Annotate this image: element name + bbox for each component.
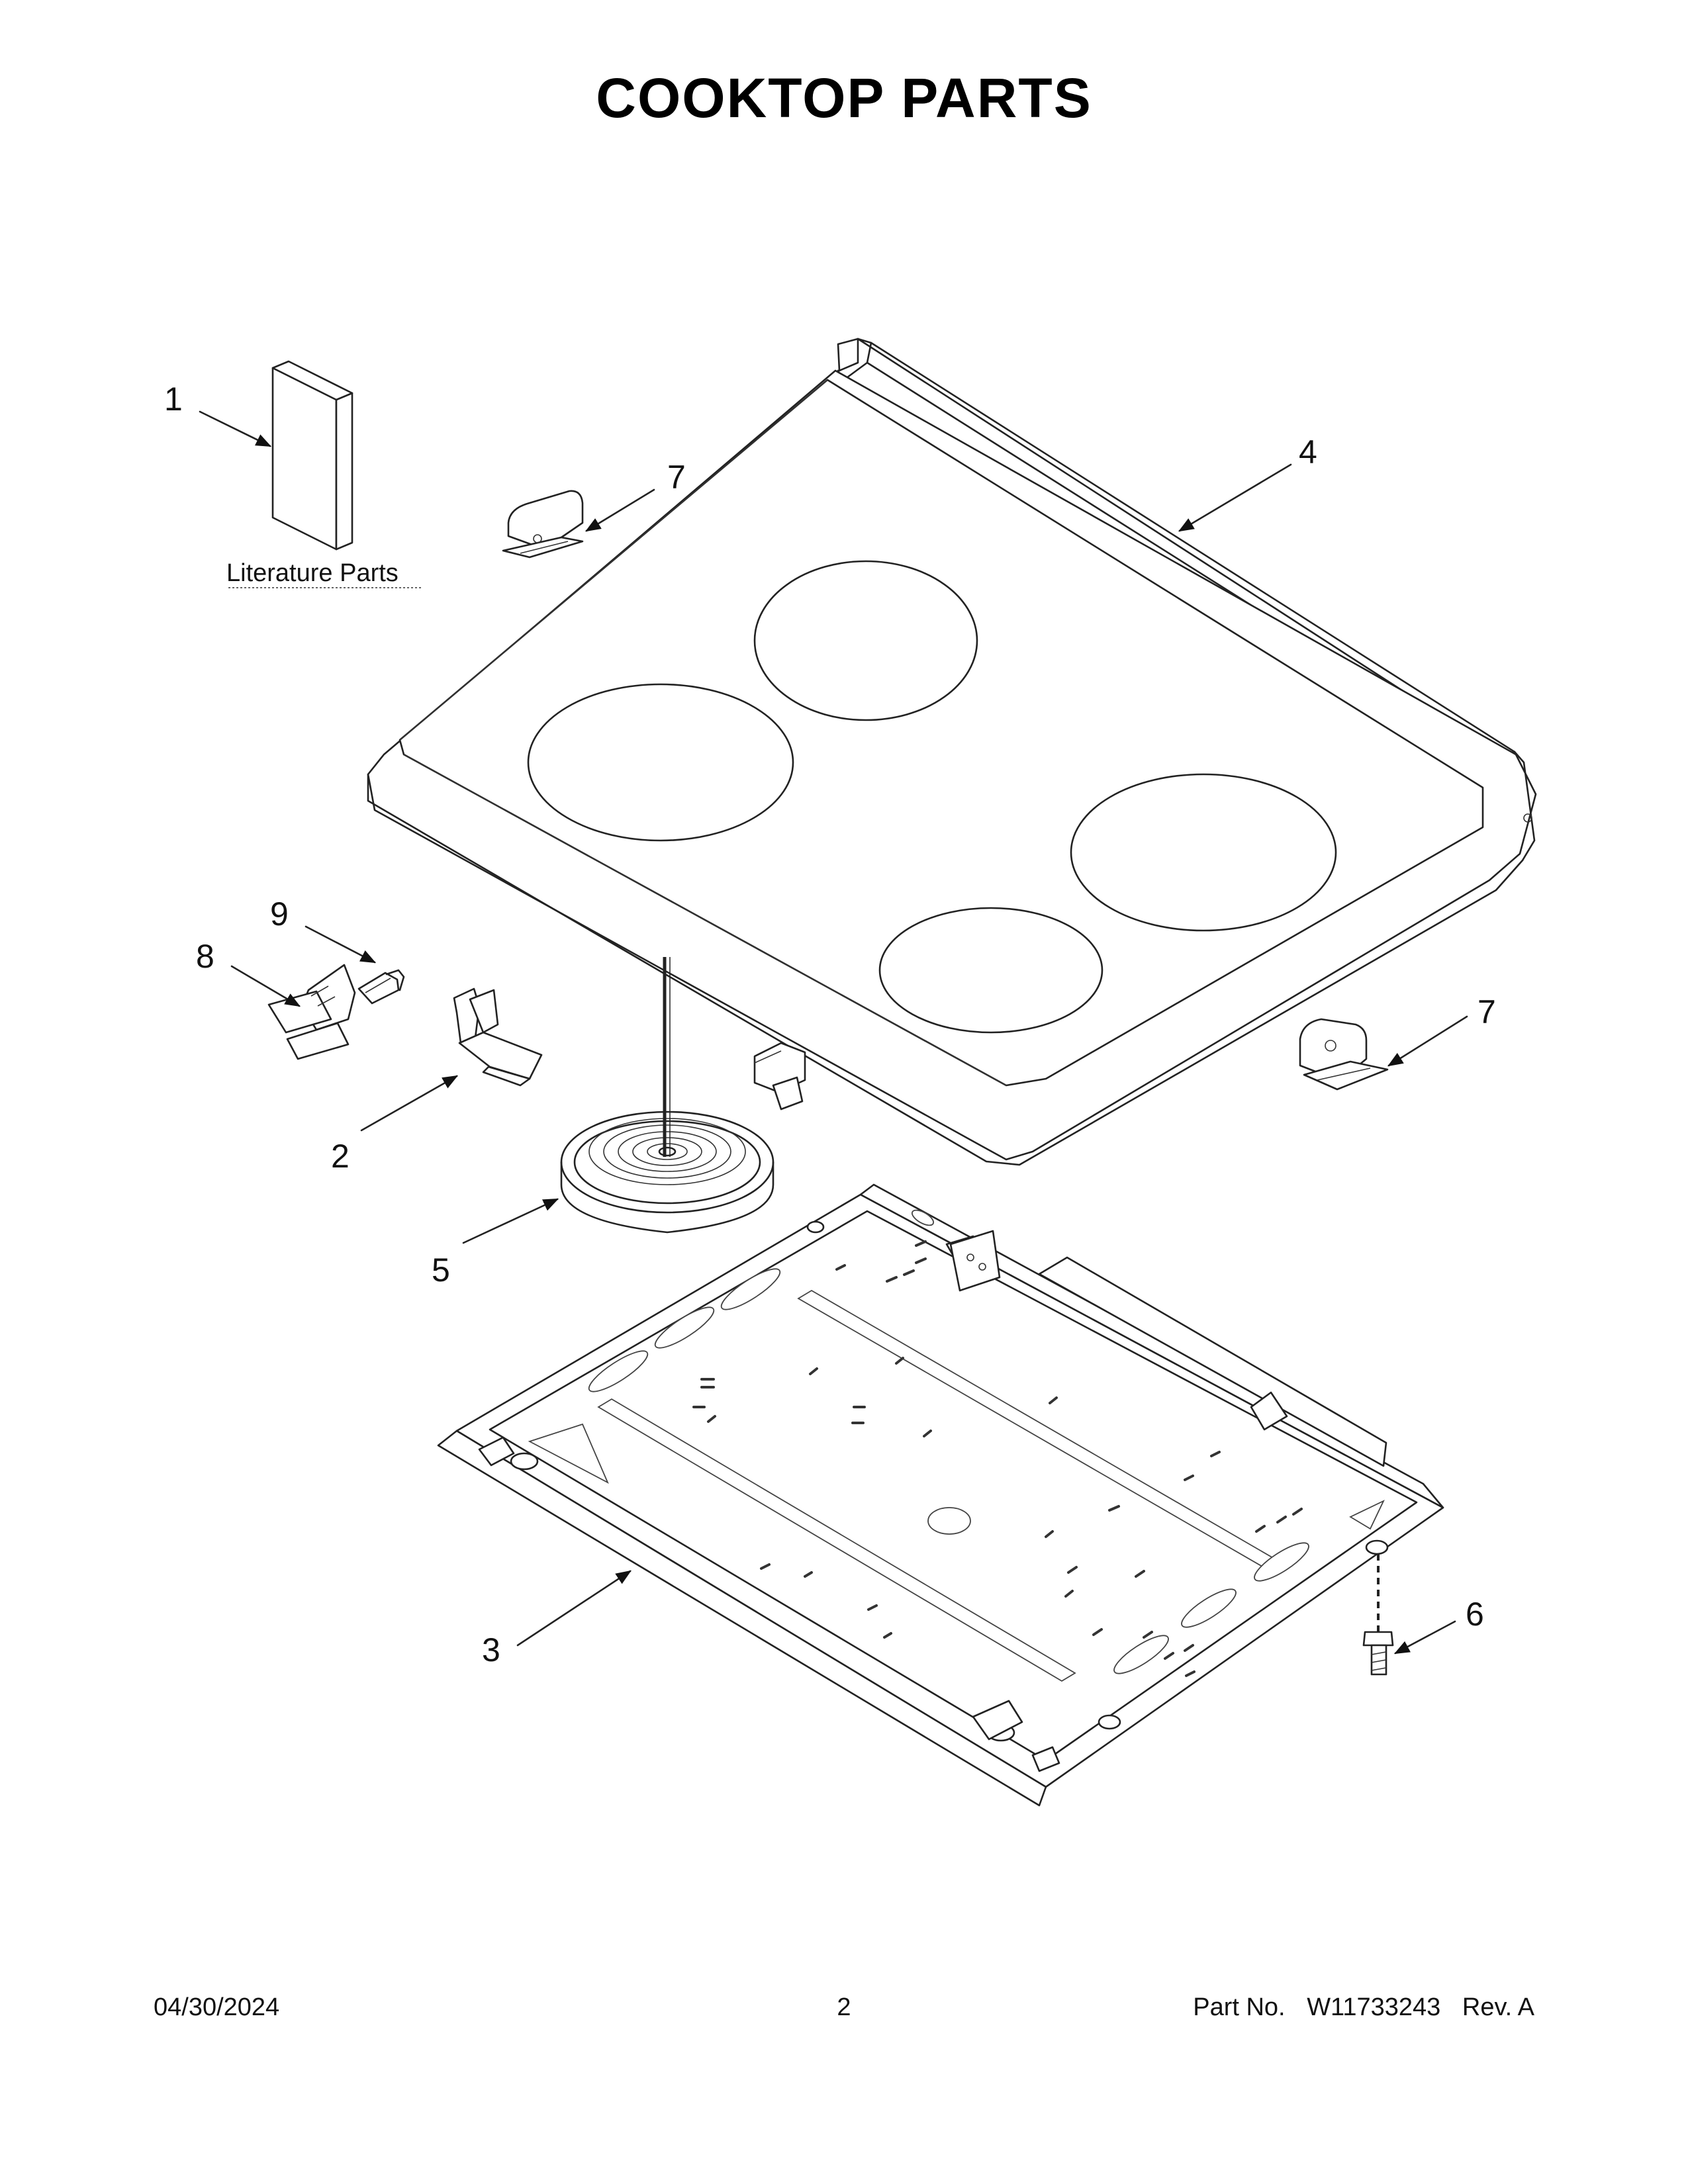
callout-4: 4: [1299, 433, 1317, 471]
callout-7-lower: 7: [1477, 993, 1496, 1030]
front-left-burner-outline: [527, 683, 794, 842]
cooktop-bracket-lower: [1299, 1018, 1389, 1091]
footer-date: 04/30/2024: [154, 1993, 280, 2021]
callout-3: 3: [482, 1631, 500, 1668]
callout-8: 8: [196, 938, 214, 975]
limiter-bracket: [453, 987, 543, 1087]
rear-left-burner-outline: [753, 560, 978, 721]
callout-7-upper: 7: [667, 459, 686, 496]
leader-arrows: [199, 410, 1468, 1655]
footer-page-number: 2: [837, 1993, 851, 2021]
terminal-block-bracket: [267, 964, 356, 1060]
footer-part-number: Part No. W11733243 Rev. A: [1178, 1993, 1534, 2022]
pan-punch-marks: [692, 1240, 1303, 1677]
revision-label: Rev. A: [1462, 1993, 1534, 2021]
part-number-label: Part No.: [1193, 1993, 1286, 2021]
cooktop-main-top: [367, 338, 1537, 1166]
callout-6: 6: [1466, 1596, 1484, 1633]
front-right-burner-outline: [878, 907, 1103, 1034]
burner-box-bottom-pan: [437, 1183, 1444, 1807]
terminal-screw: [357, 969, 405, 1005]
callout-1: 1: [164, 381, 183, 418]
cooktop-bracket-upper: [502, 490, 584, 559]
radiant-surface-element: [560, 957, 806, 1234]
literature-parts-booklet: [228, 360, 421, 588]
literature-parts-label: Literature Parts: [226, 559, 399, 587]
page-title: COOKTOP PARTS: [596, 67, 1092, 129]
callout-5: 5: [432, 1251, 450, 1289]
callout-2: 2: [331, 1138, 350, 1175]
part-number-value: W11733243: [1307, 1993, 1441, 2021]
mounting-screw: [1362, 1554, 1394, 1676]
callout-9: 9: [270, 895, 289, 933]
rear-right-burner-outline: [1070, 773, 1337, 932]
